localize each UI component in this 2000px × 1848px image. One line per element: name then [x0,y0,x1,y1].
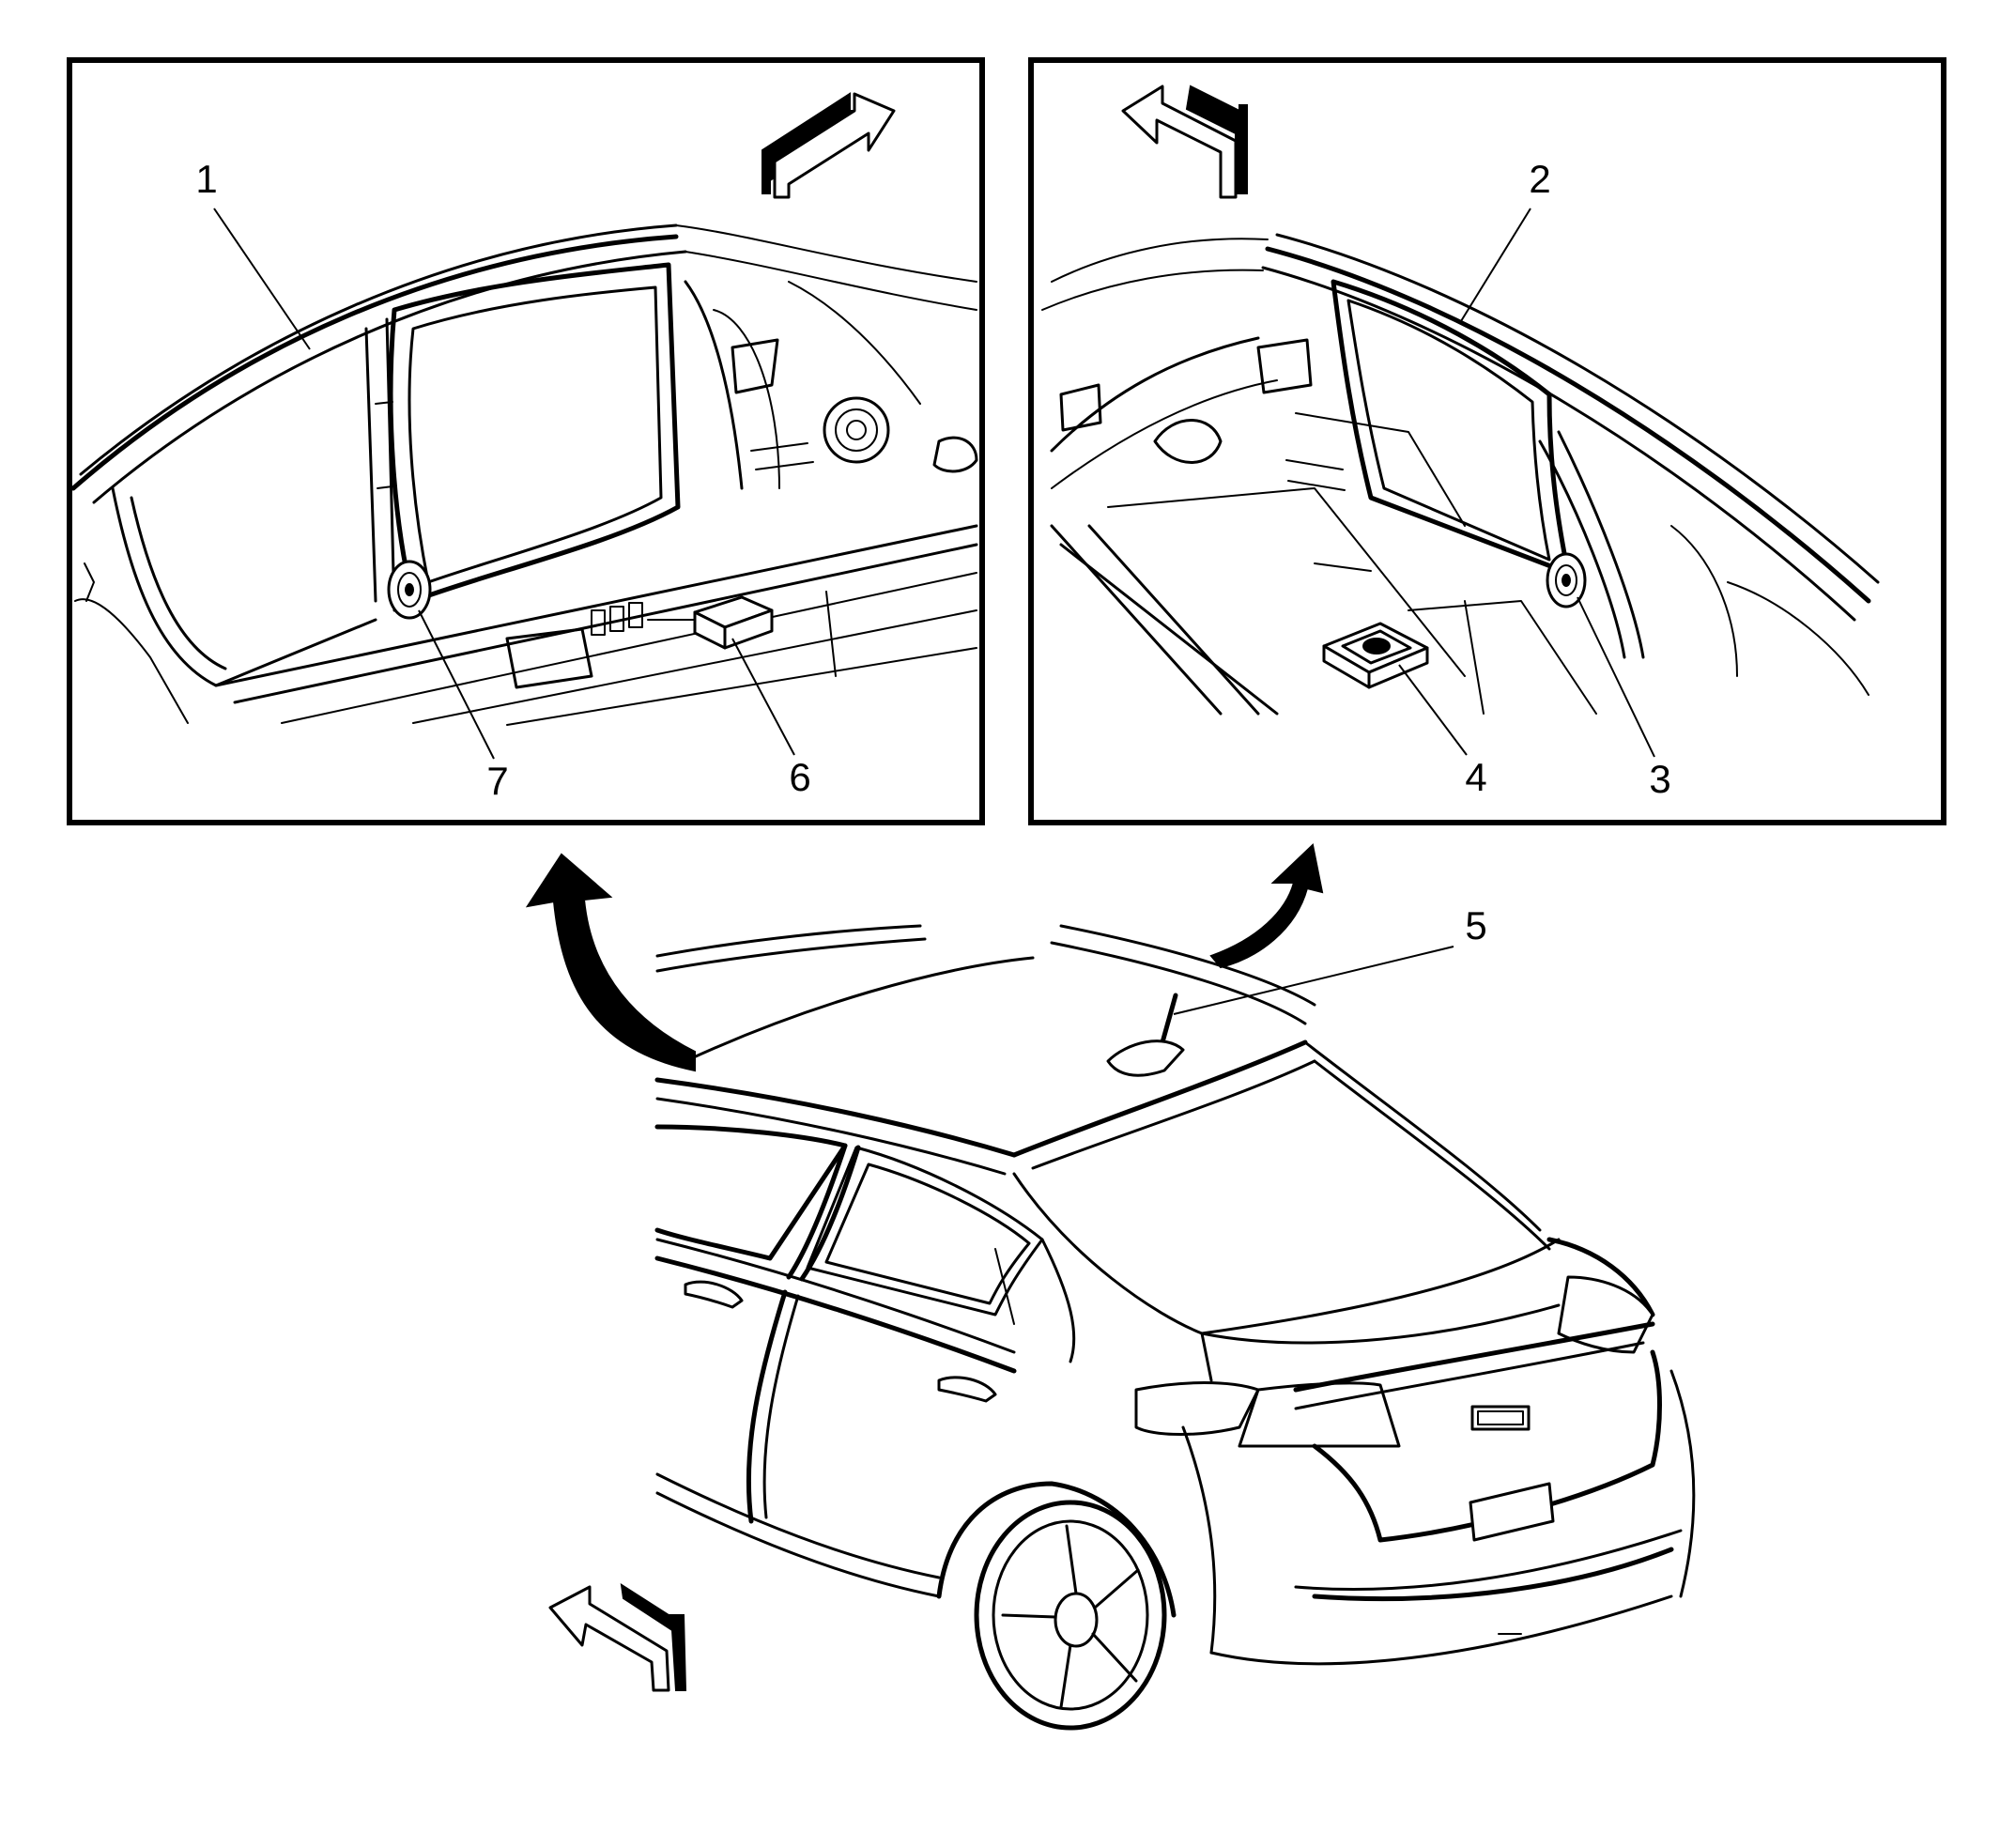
callout-6: 6 [789,755,810,799]
speaker-7 [387,560,432,620]
vehicle-rear-view [654,924,1696,1731]
view-arrow-right-icon [1209,843,1324,969]
module-6 [693,595,774,650]
callout-7: 7 [486,759,508,803]
speaker-3 [1546,552,1587,608]
rear-wheel [974,1500,1167,1731]
direction-arrow-icon [1121,85,1248,199]
callout-5: 5 [1465,903,1486,947]
right-detail-panel: 2 4 3 [1028,57,1946,825]
direction-arrow-icon [762,92,896,199]
module-4 [1322,622,1429,689]
callout-1: 1 [195,157,217,201]
callout-4: 4 [1465,755,1486,799]
antenna-5 [1106,993,1185,1077]
view-arrow-left-icon [525,853,696,1072]
callout-3: 3 [1649,757,1670,801]
left-detail-panel: 1 7 6 [67,57,985,825]
direction-arrow-icon [548,1582,687,1692]
callout-2: 2 [1529,157,1550,201]
